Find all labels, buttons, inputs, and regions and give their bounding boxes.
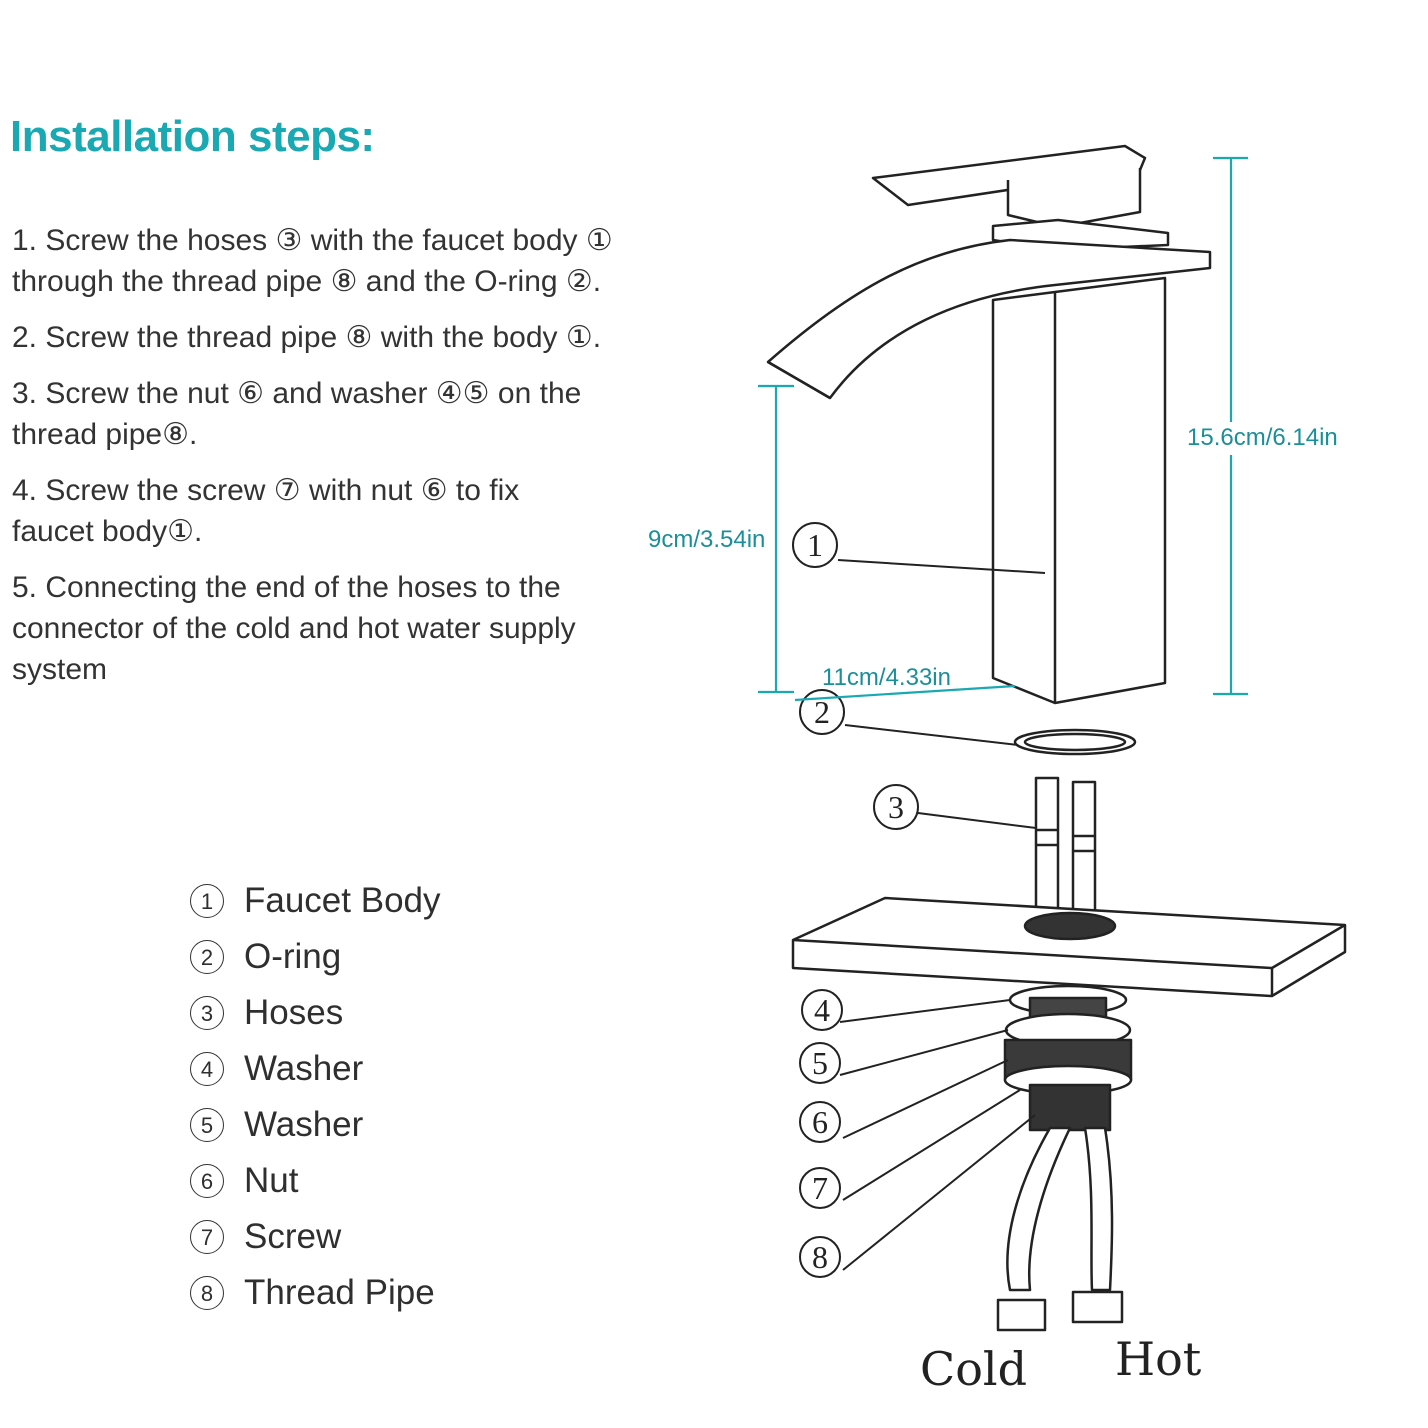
step-2: 2. Screw the thread pipe ⑧ with the body… bbox=[12, 317, 662, 358]
cold-label: Cold bbox=[920, 1342, 1027, 1396]
part-name: O-ring bbox=[244, 937, 342, 976]
callout-4: 4 bbox=[814, 992, 830, 1028]
callout-3: 3 bbox=[888, 789, 904, 825]
step-5-line-3: system bbox=[12, 653, 108, 686]
part-number: 5 bbox=[190, 1108, 224, 1142]
connector-hot bbox=[1071, 1290, 1124, 1324]
hot-label: Hot bbox=[1115, 1332, 1202, 1386]
part-item: 8 Thread Pipe bbox=[190, 1265, 441, 1321]
callout-5: 5 bbox=[812, 1045, 828, 1081]
part-name: Faucet Body bbox=[244, 881, 441, 920]
step-5: 5. Connecting the end of the hoses to th… bbox=[12, 567, 662, 690]
part-item: 4 Washer bbox=[190, 1041, 441, 1097]
step-3-line-1: 3. Screw the nut ⑥ and washer ④⑤ on the bbox=[12, 377, 582, 410]
part-name: Thread Pipe bbox=[244, 1273, 435, 1312]
faucet-body bbox=[991, 276, 1167, 705]
faucet-handle bbox=[871, 144, 1147, 207]
callout-1: 1 bbox=[807, 527, 823, 563]
part-name: Washer bbox=[244, 1105, 364, 1144]
part-number: 8 bbox=[190, 1276, 224, 1310]
hose-hot bbox=[1083, 1126, 1114, 1292]
step-3-line-2: thread pipe⑧. bbox=[12, 418, 198, 451]
part-name: Screw bbox=[244, 1217, 342, 1256]
part-item: 2 O-ring bbox=[190, 929, 441, 985]
dim-height-label: 15.6cm/6.14in bbox=[1187, 424, 1338, 451]
step-4: 4. Screw the screw ⑦ with nut ⑥ to fix f… bbox=[12, 470, 662, 552]
dim-depth-label: 11cm/4.33in bbox=[822, 664, 951, 691]
countertop bbox=[791, 896, 1347, 998]
page-title: Installation steps: bbox=[10, 112, 375, 161]
thread-pipe-8 bbox=[1028, 1083, 1112, 1132]
dim-depth-line bbox=[794, 684, 1016, 702]
part-name: Washer bbox=[244, 1049, 364, 1088]
callout-2: 2 bbox=[814, 694, 830, 730]
hose-cold bbox=[1006, 1126, 1072, 1292]
dim-spout-label: 9cm/3.54in bbox=[648, 526, 765, 553]
part-number: 7 bbox=[190, 1220, 224, 1254]
part-number: 3 bbox=[190, 996, 224, 1030]
step-1: 1. Screw the hoses ③ with the faucet bod… bbox=[12, 220, 662, 302]
part-number: 4 bbox=[190, 1052, 224, 1086]
step-5-line-1: 5. Connecting the end of the hoses to th… bbox=[12, 571, 561, 604]
step-2-line-1: 2. Screw the thread pipe ⑧ with the body… bbox=[12, 321, 602, 354]
step-5-line-2: connector of the cold and hot water supp… bbox=[12, 612, 576, 645]
part-number: 1 bbox=[190, 884, 224, 918]
mount-hole bbox=[1023, 911, 1117, 941]
callout-6: 6 bbox=[812, 1104, 828, 1140]
callout-8: 8 bbox=[812, 1239, 828, 1275]
part-item: 6 Nut bbox=[190, 1153, 441, 1209]
hose-top-left bbox=[1034, 776, 1060, 920]
part-item: 3 Hoses bbox=[190, 985, 441, 1041]
step-1-line-1: 1. Screw the hoses ③ with the faucet bod… bbox=[12, 224, 613, 257]
step-3: 3. Screw the nut ⑥ and washer ④⑤ on the … bbox=[12, 373, 662, 455]
part-number: 2 bbox=[190, 940, 224, 974]
part-number: 6 bbox=[190, 1164, 224, 1198]
part-item: 5 Washer bbox=[190, 1097, 441, 1153]
part-name: Hoses bbox=[244, 993, 344, 1032]
connector-cold bbox=[996, 1298, 1047, 1332]
callout-7: 7 bbox=[812, 1170, 828, 1206]
part-item: 1 Faucet Body bbox=[190, 873, 441, 929]
step-1-line-2: through the thread pipe ⑧ and the O-ring… bbox=[12, 265, 602, 298]
step-4-line-1: 4. Screw the screw ⑦ with nut ⑥ to fix bbox=[12, 474, 520, 507]
step-4-line-2: faucet body①. bbox=[12, 515, 203, 548]
part-item: 7 Screw bbox=[190, 1209, 441, 1265]
part-name: Nut bbox=[244, 1161, 299, 1200]
faucet-spout bbox=[766, 238, 1212, 400]
